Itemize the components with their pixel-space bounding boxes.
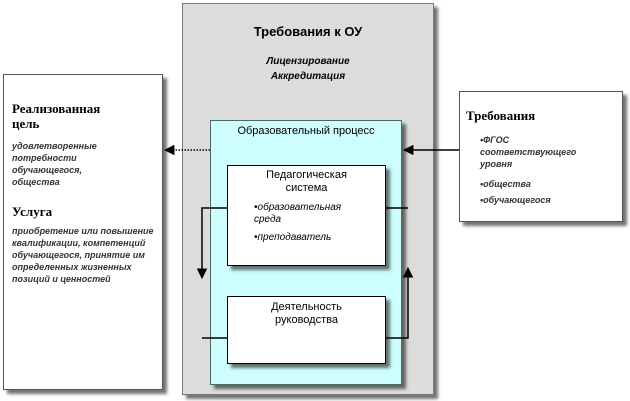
society-item: •общества	[480, 179, 531, 189]
realized-goal-heading: Реализованная цель	[12, 101, 100, 131]
pedagogical-title-line2: система	[285, 182, 328, 194]
loop-left-connector	[196, 207, 227, 280]
environment-item: •образовательная среда	[254, 202, 341, 226]
licensing-label: Лицензирование	[266, 56, 350, 67]
educational-process-title: Образовательный процесс	[237, 125, 375, 137]
learner-item: •обучающегося	[480, 195, 551, 205]
fgos-line3: уровня	[480, 159, 513, 169]
requirements-title: Требования к ОУ	[253, 24, 363, 39]
pedagogical-system-block: Педагогическая система •образовательная …	[227, 165, 386, 266]
realized-goal-line1: Реализованная	[12, 101, 101, 116]
management-title-line1: Деятельность	[271, 301, 342, 313]
requirements-list-title: Требования	[466, 108, 536, 123]
realized-goal-line2: цель	[12, 116, 40, 131]
pedagogical-title-line1: Педагогическая	[266, 169, 347, 181]
realized-goal-text: удовлетворенные потребности обучающегося…	[12, 141, 97, 187]
realized-goal-block: Реализованная цель удовлетворенные потре…	[3, 74, 163, 390]
management-block: Деятельность руководства	[227, 296, 386, 364]
pedagogical-system-title: Педагогическая система	[228, 169, 385, 195]
loop-right-connector	[386, 266, 414, 339]
environment-line1: •образовательная	[254, 202, 342, 213]
requirements-list-block: Требования •ФГОС соответствующего уровня…	[459, 91, 623, 222]
service-heading: Услуга	[12, 204, 53, 219]
fgos-item: •ФГОС соответствующего уровня	[480, 134, 576, 170]
fgos-line2: соответствующего	[480, 147, 577, 157]
licensing-accreditation: Лицензирование Аккредитация	[183, 54, 433, 84]
management-title: Деятельность руководства	[228, 301, 385, 327]
teacher-item: •преподаватель	[254, 232, 332, 243]
environment-line2: среда	[254, 214, 282, 225]
fgos-line1: •ФГОС	[480, 135, 510, 145]
accreditation-label: Аккредитация	[270, 71, 346, 82]
management-title-line2: руководства	[275, 314, 338, 326]
service-text: приобретение или повышение квалификации,…	[12, 226, 154, 284]
